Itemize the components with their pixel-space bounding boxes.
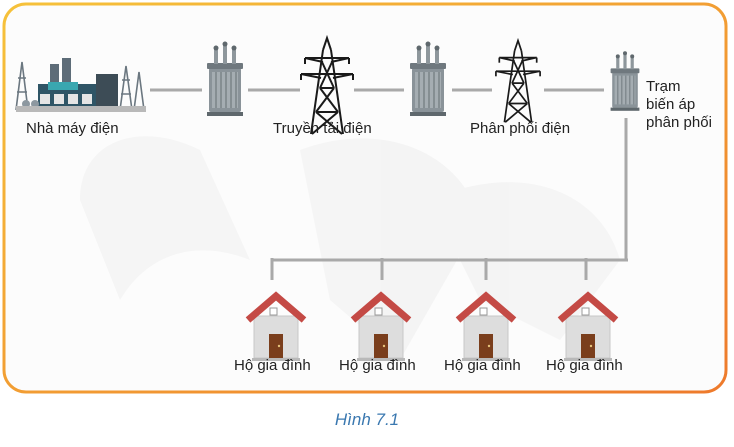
label-power-plant: Nhà máy điện [26,120,119,137]
label-substation-line2: biến áp [646,96,696,113]
label-substation-line1: Trạm [646,78,681,95]
watermark-logo [80,136,620,360]
label-household: Hộ gia đình [546,357,623,374]
label-household: Hộ gia đình [234,357,311,374]
distribution-lines [270,118,628,280]
frame-border [2,2,728,394]
label-household: Hộ gia đình [339,357,416,374]
power-plant-icon [15,58,146,112]
label-transmission: Truyền tải điện [273,120,372,137]
label-household: Hộ gia đình [444,357,521,374]
label-substation-line3: phân phối [646,114,712,131]
label-distribution: Phân phối điện [470,120,571,137]
figure-caption: Hình 7.1 [334,410,400,429]
